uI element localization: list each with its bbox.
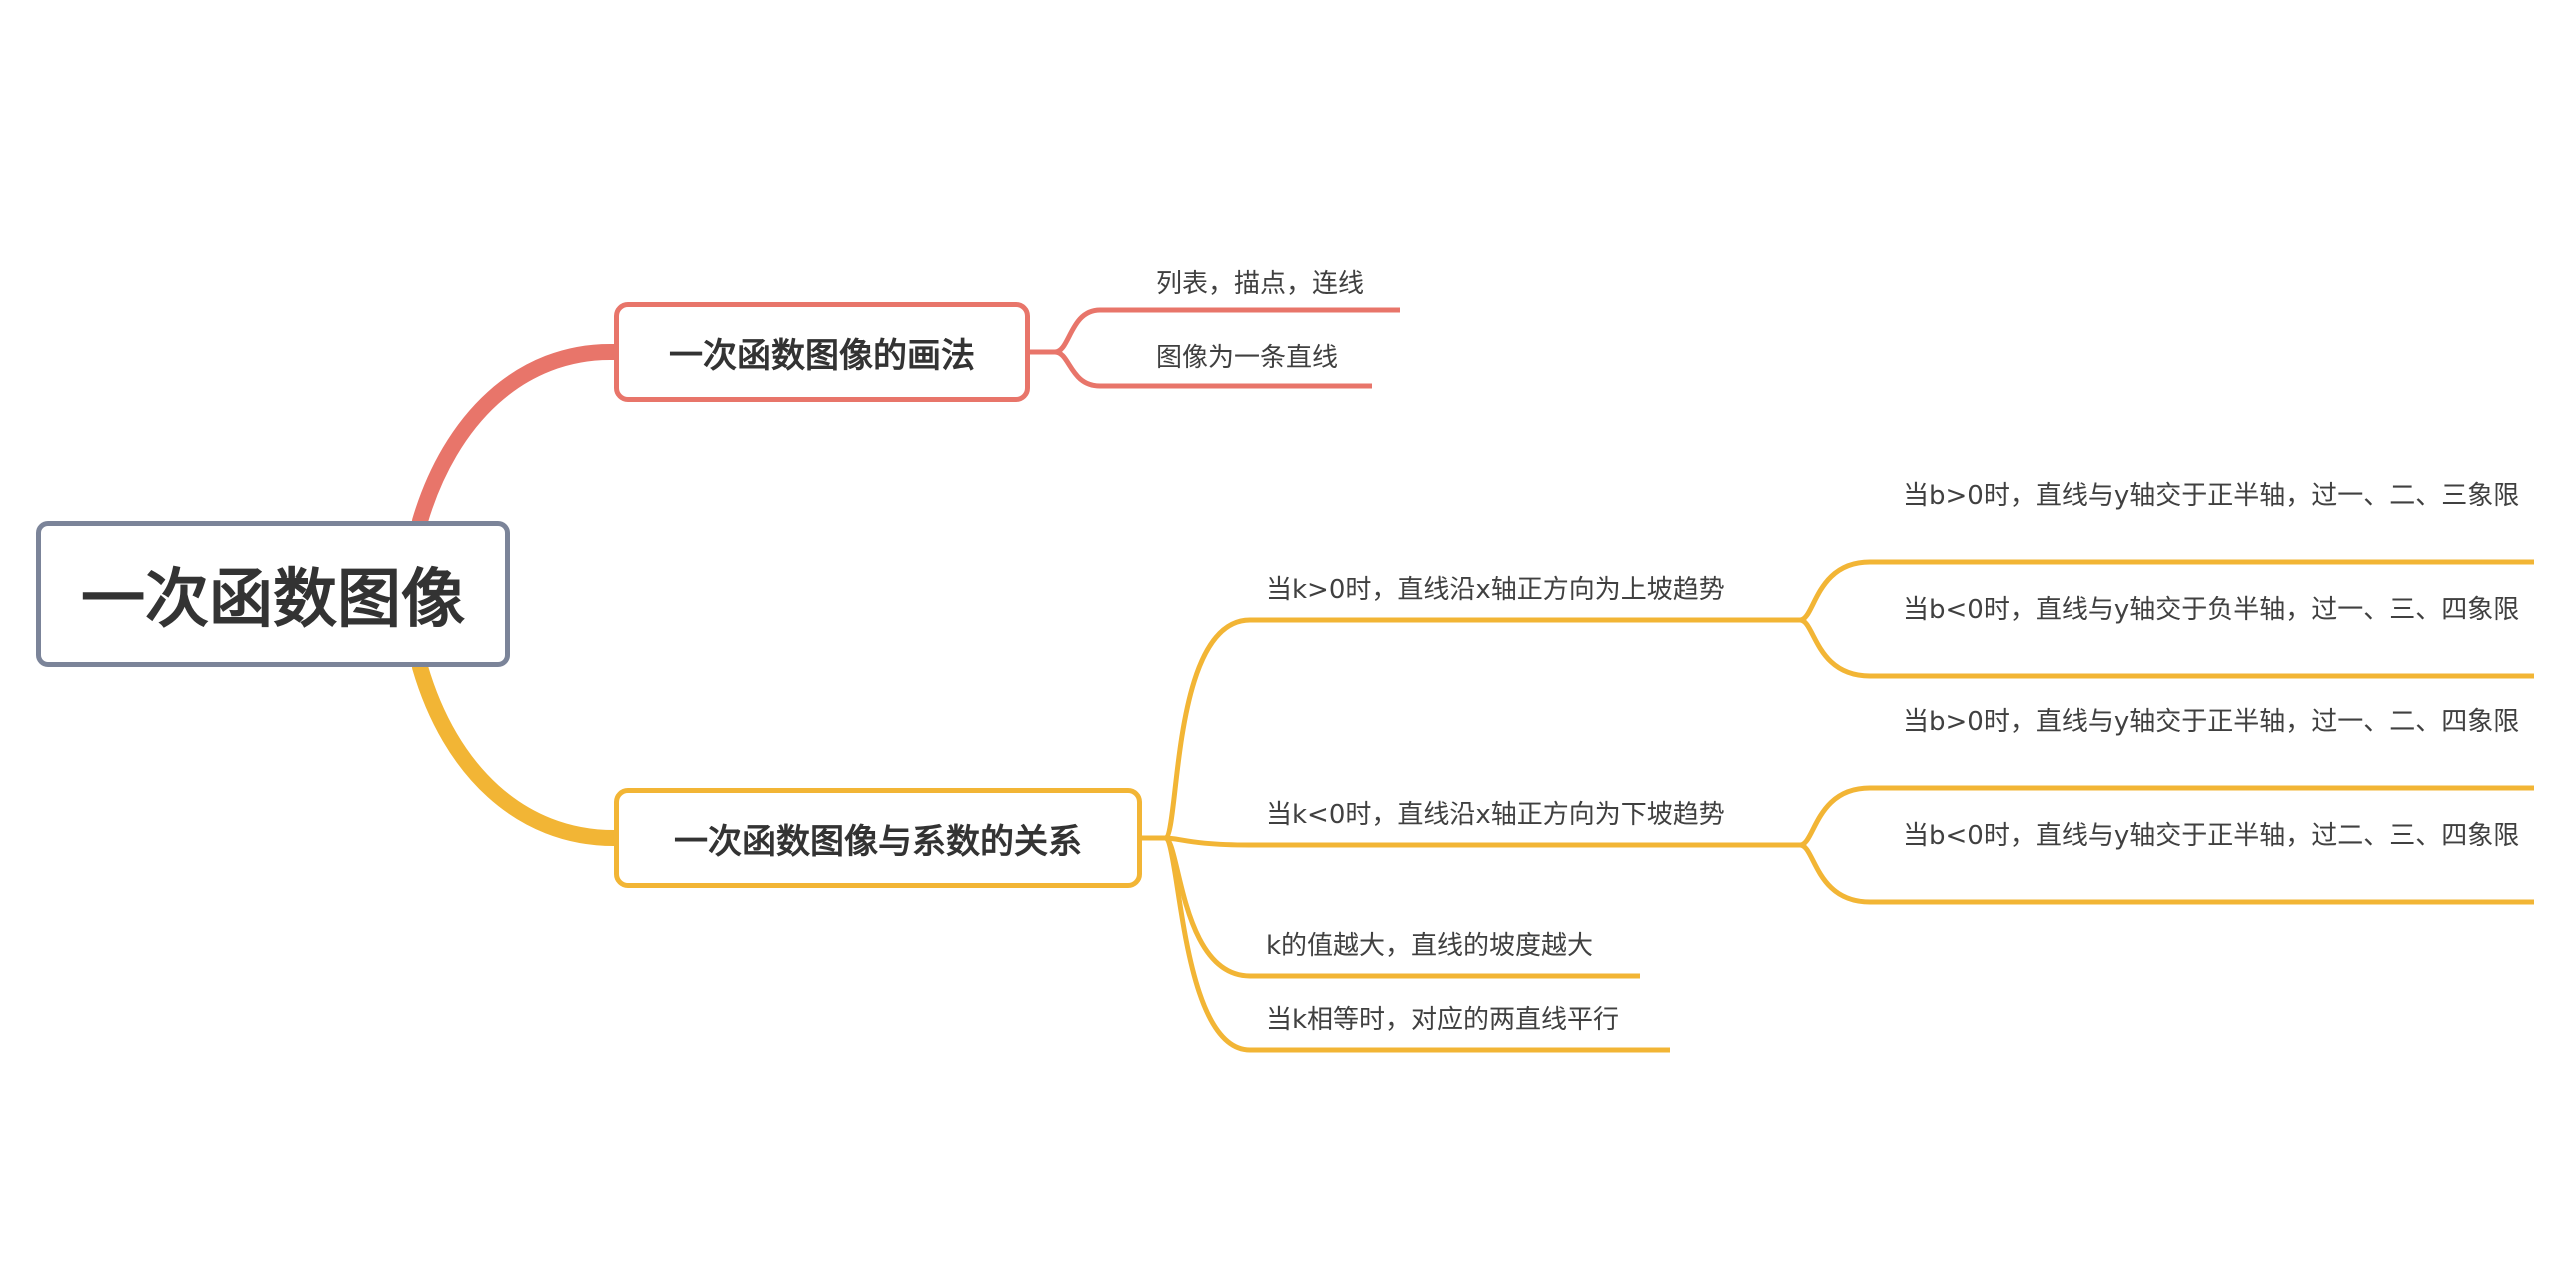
- branch-node-drawing-label: 一次函数图像的画法: [669, 335, 975, 376]
- branch-node-drawing[interactable]: 一次函数图像的画法: [614, 302, 1030, 402]
- connector-relation-k-negative: [1164, 835, 1800, 848]
- leaf-kpos-b-positive[interactable]: 当b>0时，直线与y轴交于正半轴，过一、二、三象限: [1903, 481, 2520, 511]
- connector-kpos-b-positive: [1799, 559, 2534, 623]
- leaf-list-plot-connect[interactable]: 列表，描点，连线: [1156, 269, 1365, 299]
- connector-root-to-drawing: [412, 343, 622, 529]
- connector-kneg-b-positive: [1799, 785, 2534, 848]
- connector-kneg-b-negative: [1799, 842, 2534, 905]
- root-node-label: 一次函数图像: [81, 563, 465, 637]
- connector-root-to-relation: [412, 659, 622, 846]
- branch-node-relation-label: 一次函数图像与系数的关系: [674, 821, 1082, 862]
- leaf-k-negative[interactable]: 当k<0时，直线沿x轴正方向为下坡趋势: [1266, 800, 1725, 830]
- branch-node-relation[interactable]: 一次函数图像与系数的关系: [614, 788, 1142, 888]
- leaf-k-parallel[interactable]: 当k相等时，对应的两直线平行: [1266, 1005, 1620, 1035]
- leaf-k-slope[interactable]: k的值越大，直线的坡度越大: [1266, 931, 1594, 961]
- leaf-kneg-b-positive[interactable]: 当b>0时，直线与y轴交于正半轴，过一、二、四象限: [1903, 707, 2520, 737]
- root-node[interactable]: 一次函数图像: [36, 521, 510, 667]
- connector-relation-k-parallel: [1162, 835, 1670, 1053]
- leaf-k-positive[interactable]: 当k>0时，直线沿x轴正方向为上坡趋势: [1266, 575, 1725, 605]
- leaf-kpos-b-negative[interactable]: 当b<0时，直线与y轴交于负半轴，过一、三、四象限: [1903, 595, 2520, 625]
- connector-drawing-leaf-2: [1054, 349, 1372, 389]
- leaf-straight-line[interactable]: 图像为一条直线: [1156, 343, 1339, 373]
- leaf-kneg-b-negative[interactable]: 当b<0时，直线与y轴交于正半轴，过二、三、四象限: [1903, 821, 2520, 851]
- connector-relation-k-positive: [1142, 617, 1800, 841]
- connector-kpos-b-negative: [1799, 617, 2534, 679]
